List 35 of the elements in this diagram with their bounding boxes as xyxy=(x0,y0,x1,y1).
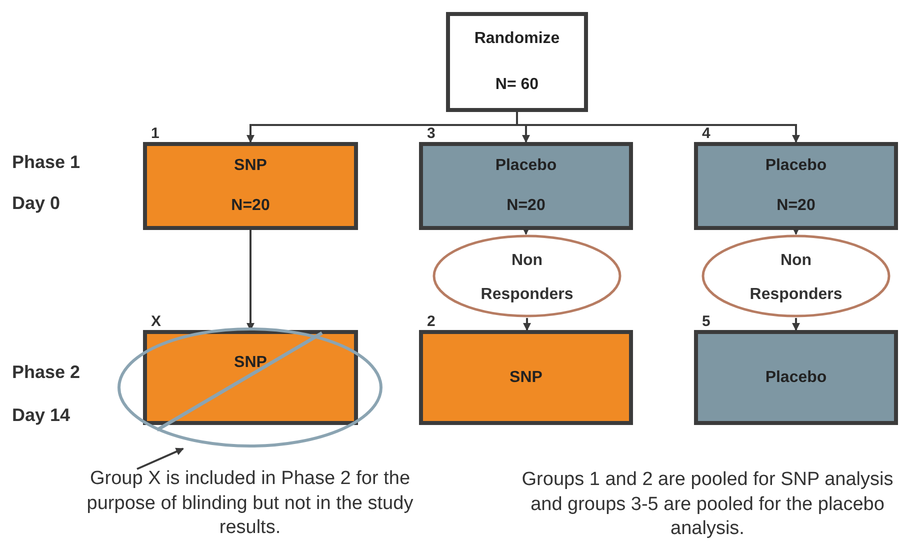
group-title: Placebo xyxy=(765,368,827,386)
row-label: Phase 1 xyxy=(12,152,80,173)
row-label: Day 14 xyxy=(12,405,70,426)
group-title: Placebo xyxy=(495,157,557,175)
group-title: SNP xyxy=(510,368,542,386)
sample-size: N=20 xyxy=(231,197,270,215)
sample-size: N= 60 xyxy=(495,76,539,94)
group-title: Placebo xyxy=(765,157,827,175)
ellipse-label: Non Responders xyxy=(748,251,844,305)
group-number: 3 xyxy=(427,125,436,142)
group-box xyxy=(143,142,358,230)
arrow xyxy=(792,318,800,331)
row-label: Phase 2 xyxy=(12,362,80,383)
group-number: X xyxy=(151,313,162,330)
group-number: 1 xyxy=(151,125,160,142)
note-text: Groups 1 and 2 are pooled for SNP analysis and groups 3-5 are pooled for the placebo analysis. xyxy=(520,468,894,542)
group-box xyxy=(694,330,898,425)
group-title: SNP xyxy=(234,157,267,175)
group-title: Randomize xyxy=(474,30,560,48)
group-box xyxy=(419,330,633,425)
leader-arrow xyxy=(136,448,184,470)
group-box xyxy=(694,142,898,230)
sample-size: N=20 xyxy=(506,197,546,215)
group-box xyxy=(419,142,633,230)
row-label: Day 0 xyxy=(12,193,60,214)
note-text: Group X is included in Phase 2 for the purpose of blinding but not in the study results. xyxy=(70,467,430,552)
process-box xyxy=(446,12,588,112)
sample-size: N=20 xyxy=(776,197,816,215)
arrow xyxy=(523,318,531,331)
arrow xyxy=(516,112,800,143)
ellipse-label: Non Responders xyxy=(480,251,574,305)
group-title: SNP xyxy=(234,354,267,372)
group-number: 4 xyxy=(702,125,710,142)
group-number: 2 xyxy=(427,313,436,330)
group-number: 5 xyxy=(702,313,710,330)
